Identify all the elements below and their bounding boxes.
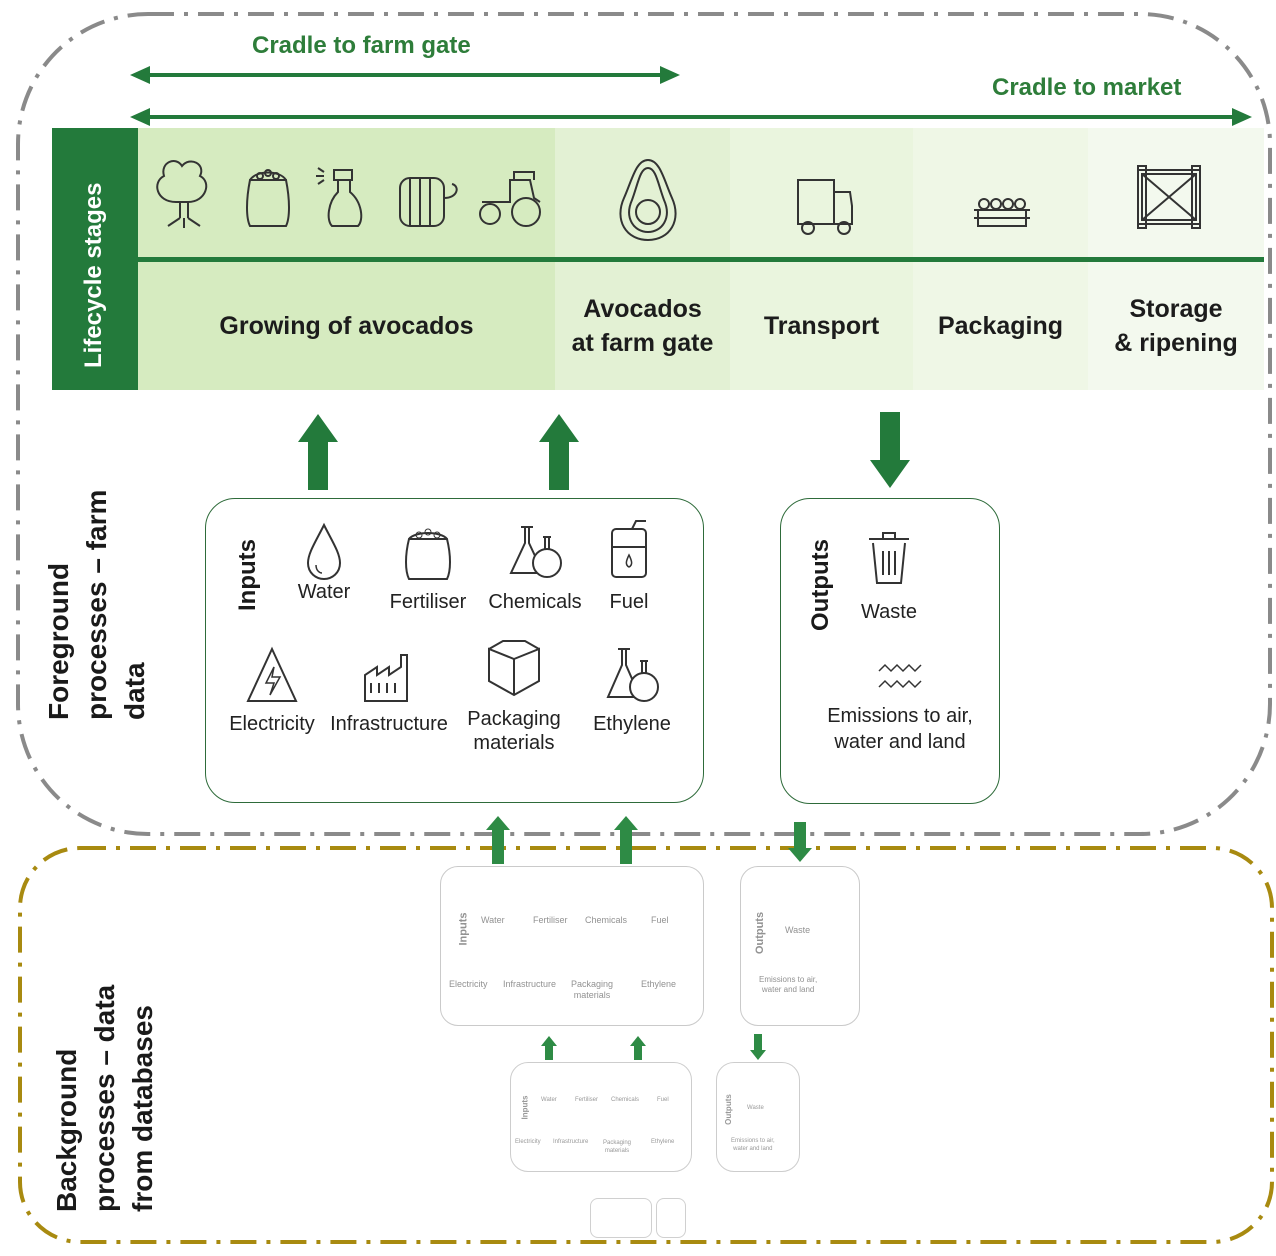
tree-icon — [156, 160, 208, 228]
arrow-up-growing — [298, 414, 338, 490]
water-drop-icon — [306, 522, 342, 581]
cradle-to-market-label: Cradle to market — [992, 74, 1182, 101]
input-water: Water — [284, 521, 364, 604]
arrow-up-bg-4 — [545, 1044, 553, 1060]
inputs-title: Inputs — [234, 539, 261, 611]
tractor-icon — [479, 171, 541, 227]
arrow-up-bg-1 — [492, 828, 504, 864]
lifecycle-icons — [156, 158, 1201, 242]
hose-reel-icon — [399, 177, 458, 227]
background-outputs-box-level-2: Outputs Waste Emissions to air, water an… — [716, 1062, 800, 1172]
crate-icon — [1137, 165, 1201, 229]
spray-bottle-icon — [316, 167, 363, 227]
fertiliser-sack-icon — [405, 528, 451, 580]
stage-storage-label: Storage & ripening — [1114, 295, 1238, 357]
box-icon — [488, 640, 540, 697]
flask-icon — [509, 526, 562, 578]
cradle-to-market-arrow — [130, 108, 1252, 126]
input-electricity: Electricity — [216, 645, 328, 736]
background-inputs-box-level-3 — [590, 1198, 652, 1238]
outputs-box: Outputs Waste Emissions to air, water an… — [780, 498, 1000, 804]
lifecycle-stages-label: Lifecycle stages — [80, 182, 107, 368]
fertiliser-sack-icon — [246, 169, 290, 227]
outputs-title: Outputs — [807, 539, 834, 631]
background-outputs-box-level-1: Outputs Waste Emissions to air, water an… — [740, 866, 860, 1026]
cradle-to-farm-gate-arrow — [130, 66, 680, 84]
factory-icon — [364, 654, 408, 702]
arrow-down-bg-6 — [754, 1034, 762, 1052]
arrow-down-outputs — [870, 412, 910, 488]
high-voltage-icon — [246, 646, 298, 702]
input-fertiliser: Fertiliser — [378, 525, 478, 614]
stage-growing-label: Growing of avocados — [219, 312, 474, 340]
truck-icon — [797, 179, 853, 235]
background-region-border — [18, 846, 1274, 1244]
arrow-up-bg-5 — [634, 1044, 642, 1060]
lifecycle-side-bar: Lifecycle stages — [52, 128, 138, 390]
input-ethylene: Ethylene — [582, 645, 682, 736]
arrow-down-bg-3 — [794, 822, 806, 852]
output-waste: Waste — [841, 529, 937, 624]
background-inputs-box-level-1: Inputs Water Fertiliser Chemicals Fuel E… — [440, 866, 704, 1026]
arrow-up-farm-gate — [539, 414, 579, 490]
stage-transport-label: Transport — [763, 312, 880, 340]
avocado-icon — [619, 158, 677, 242]
stage-packaging-label: Packaging — [937, 312, 1064, 340]
background-inputs-box-level-2: Inputs Water Fertiliser Chemicals Fuel E… — [510, 1062, 692, 1172]
arrow-up-bg-2 — [620, 828, 632, 864]
foreground-region-border — [16, 12, 1272, 836]
stage-farm-gate-label: Avocados at farm gate — [571, 295, 714, 357]
foreground-processes-label: Foreground processes – farm data — [43, 489, 150, 720]
input-infrastructure: Infrastructure — [324, 649, 454, 736]
trash-bin-icon — [869, 532, 909, 584]
background-outputs-box-level-3 — [656, 1198, 686, 1238]
flask-icon — [606, 648, 659, 702]
input-packaging-materials: Packaging materials — [452, 639, 576, 755]
packaging-tray-icon — [974, 198, 1030, 227]
cradle-to-farm-gate-label: Cradle to farm gate — [252, 32, 471, 59]
background-processes-label: Background processes – data from databas… — [51, 984, 158, 1212]
inputs-box: Inputs Water Fertiliser Chemicals Fuel E… — [205, 498, 704, 803]
fuel-can-icon — [611, 520, 647, 578]
emission-waves-icon — [878, 663, 922, 689]
output-emissions: Emissions to air, water and land — [815, 659, 985, 755]
input-chemicals: Chemicals — [480, 523, 590, 614]
input-fuel: Fuel — [594, 517, 664, 614]
lifecycle-divider — [138, 257, 1264, 262]
